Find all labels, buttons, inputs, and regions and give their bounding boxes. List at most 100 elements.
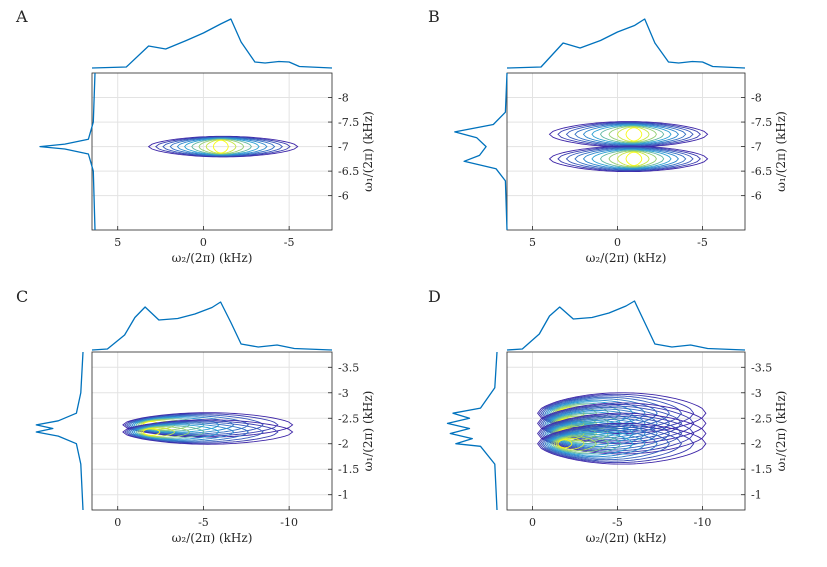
left-projection-line: [446, 351, 498, 511]
y-tick-label: -1: [751, 489, 762, 502]
y-tick-label: -6: [751, 190, 762, 203]
contour-line: [205, 139, 237, 154]
contour-group: [147, 135, 299, 158]
x-tick-label: 0: [200, 236, 207, 249]
contour-line: [544, 428, 658, 459]
contour-line: [551, 434, 609, 453]
x-tick-label: -10: [694, 516, 712, 529]
contour-line: [557, 146, 701, 172]
contour-line: [548, 121, 709, 148]
plot-area-frame: [506, 351, 746, 511]
panel-letter: D: [428, 287, 441, 306]
y-tick-label: -2: [338, 438, 349, 451]
x-tick-label: -5: [198, 516, 209, 529]
contour-line: [548, 421, 634, 446]
panel-letter: B: [428, 7, 440, 26]
left-projection-line: [454, 72, 508, 231]
top-projection-line: [91, 301, 333, 351]
contour-line: [198, 138, 245, 155]
contour-line: [544, 408, 658, 439]
x-axis-label: ω₂/(2π) (kHz): [172, 251, 253, 265]
contour-line: [557, 439, 573, 449]
y-tick-label: -6.5: [338, 165, 359, 178]
y-tick-label: -1.5: [338, 463, 359, 476]
contour-line: [540, 405, 683, 442]
y-axis-label: ω₁/(2π) (kHz): [361, 111, 375, 192]
contour-line: [537, 422, 707, 465]
contour-line: [608, 125, 657, 143]
panel-C: C0-5-10-1-1.5-2-2.5-3-3.5ω₂/(2π) (kHz)ω₁…: [16, 287, 375, 545]
left-projection-line: [39, 72, 96, 231]
contour-line: [538, 414, 695, 453]
contour-line: [591, 124, 672, 145]
x-tick-label: -5: [697, 236, 708, 249]
contour-line: [625, 151, 643, 166]
y-tick-label: -8: [338, 92, 349, 105]
y-tick-label: -7.5: [751, 116, 772, 129]
contour-line: [540, 395, 683, 432]
y-tick-label: -7: [338, 141, 349, 154]
contour-line: [599, 149, 665, 168]
x-tick-label: 5: [529, 236, 536, 249]
contour-line: [133, 424, 220, 440]
y-tick-label: -7: [751, 141, 762, 154]
x-tick-label: 0: [114, 516, 121, 529]
contour-group: [537, 392, 707, 465]
plot-area-frame: [506, 72, 746, 231]
contour-line: [538, 404, 695, 443]
panel-D: D0-5-10-1-1.5-2-2.5-3-3.5ω₂/(2π) (kHz)ω₁…: [428, 287, 788, 545]
contour-line: [608, 150, 657, 168]
contour-line: [212, 139, 229, 154]
y-tick-label: -6.5: [751, 165, 772, 178]
contour-line: [548, 431, 634, 456]
contour-line: [565, 122, 694, 147]
contour-group: [122, 412, 294, 445]
y-tick-label: -3.5: [751, 361, 772, 374]
top-projection-line: [91, 18, 333, 69]
contour-line: [542, 427, 670, 461]
y-axis-label: ω₁/(2π) (kHz): [361, 391, 375, 472]
y-tick-label: -2.5: [751, 412, 772, 425]
contour-line: [582, 123, 680, 145]
contour-line: [131, 416, 235, 434]
contour-line: [574, 123, 687, 146]
y-tick-label: -6: [338, 190, 349, 203]
contour-line: [169, 137, 276, 157]
y-tick-label: -8: [751, 92, 762, 105]
contour-line: [549, 433, 622, 455]
contour-line: [565, 147, 694, 171]
y-tick-label: -3: [338, 387, 349, 400]
y-tick-label: -2.5: [338, 412, 359, 425]
contour-line: [133, 417, 220, 433]
contour-line: [555, 437, 585, 450]
contour-line: [599, 125, 665, 144]
contour-line: [124, 413, 279, 437]
x-tick-label: -10: [280, 516, 298, 529]
contour-line: [142, 428, 161, 436]
plot-area-frame: [91, 72, 333, 231]
contour-line: [191, 138, 252, 155]
y-axis-label: ω₁/(2π) (kHz): [774, 111, 788, 192]
contour-line: [553, 436, 597, 452]
contour-line: [544, 418, 658, 449]
left-projection-line: [35, 351, 84, 511]
contour-line: [140, 427, 176, 437]
contour-line: [617, 151, 650, 167]
top-projection-line: [506, 18, 746, 69]
x-axis-label: ω₂/(2π) (kHz): [172, 531, 253, 545]
y-tick-label: -1: [338, 489, 349, 502]
y-tick-label: -7.5: [338, 116, 359, 129]
y-tick-label: -3: [751, 387, 762, 400]
contour-line: [591, 149, 672, 169]
contour-line: [546, 430, 646, 458]
contour-line: [126, 414, 264, 436]
contour-line: [574, 147, 687, 171]
contour-line: [131, 423, 235, 441]
top-projection-line: [506, 300, 746, 351]
panel-letter: C: [16, 287, 28, 306]
x-tick-label: 0: [529, 516, 536, 529]
contour-group: [548, 121, 709, 173]
contour-line: [625, 127, 643, 142]
